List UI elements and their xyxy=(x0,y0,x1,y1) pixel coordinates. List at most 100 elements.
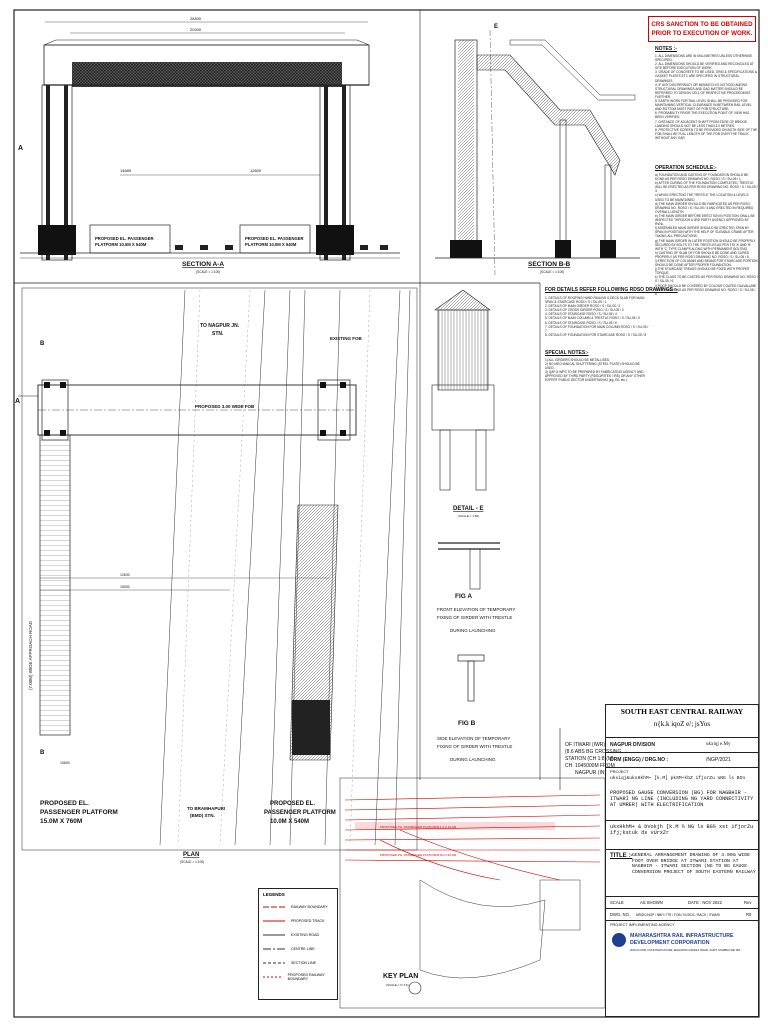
agency-name: MAHARASHTRA RAIL INFRASTRUCTURE xyxy=(630,933,734,939)
legend-label: EXISTING ROAD xyxy=(291,933,320,937)
svg-text:A: A xyxy=(15,398,20,405)
dwg-value: MRIDC/NGP / NBH / ITR / FOB / 01/2021 / … xyxy=(636,912,720,917)
rev-label: Rev xyxy=(744,900,752,905)
platform-mid-1: PROPOSED EL. xyxy=(270,801,315,807)
aa-platform-1a: PROPOSED EL. PASSENGER xyxy=(95,236,154,241)
plan-title: PLAN xyxy=(183,852,199,858)
legend-swatch xyxy=(263,976,282,978)
itwari-3: STATION (CH 1:8)(M) xyxy=(565,756,614,762)
itwari-annotation: OF ITWARI (IWR) (8.6 ABS BG CROSSING STA… xyxy=(559,728,622,790)
title-text: GENERAL ARRANGEMENT DRAWING OF 3.00m WID… xyxy=(632,853,756,875)
operation-body: a) FOUNDATION AND CASTING OF FOUNDATION … xyxy=(655,173,758,296)
division-name-hindi: ukxiqj e.My xyxy=(706,742,731,747)
svg-text:B: B xyxy=(40,341,45,347)
section-bb-title: SECTION B-B xyxy=(528,261,571,268)
legend-label: CENTRE LINE xyxy=(291,947,315,951)
dim-aa-total: 28400 xyxy=(190,16,202,21)
agency-name-2: DEVELOPMENT CORPORATION xyxy=(630,940,710,946)
legend-item: EXISTING ROAD xyxy=(259,928,337,942)
label-approach-road: (7.00M) WIDE APPROACH ROAD xyxy=(28,620,33,690)
dim-aa-mid: 12600 xyxy=(250,168,262,173)
title-block: SOUTH EAST CENTRAL RAILWAY n{k.k iqoZ e/… xyxy=(605,704,759,1017)
fob-plan-label: PROPOSED 3.00 WIDE FOB xyxy=(195,404,255,409)
plan-view: PROPOSED 3.00 WIDE FOB A B B 12600 15000… xyxy=(15,287,418,864)
agency-address: 2ND FLOOR, FOUNTAIN HOUSE, MAHATMA GANDH… xyxy=(630,948,741,952)
notes-body: 1. ALL DIMENSIONS ARE IN MILLIMETRES UNL… xyxy=(655,54,758,140)
railway-name: SOUTH EAST CENTRAL RAILWAY xyxy=(620,707,744,716)
aa-platform-2a: PROPOSED EL. PASSENGER xyxy=(245,236,304,241)
label-nagpur-stn: STN. xyxy=(212,331,224,337)
itwari-1: OF ITWARI (IWR) xyxy=(565,742,605,748)
date-label: DATE : NOV 2022 xyxy=(688,900,722,905)
special-notes-title: SPECIAL NOTES:- xyxy=(545,350,589,356)
agency-label: PROJECT IMPLEMENTING AGENCY xyxy=(610,923,675,927)
sheet-border xyxy=(13,9,760,1018)
scale-label: SCALE xyxy=(610,900,624,905)
drm-label: DRM (ENGG) / DRG.NO : xyxy=(610,757,669,763)
label-bramhapuri-1: TO BRAMHAPURI xyxy=(187,806,225,811)
project-hindi: ukxiqj&ukxHkhM~ [k.M] pkSM+kbZ ifjorZu ¼… xyxy=(610,776,746,781)
refer-title: FOR DETAILS REFER FOLLOWING RDSO DRAWING… xyxy=(545,287,678,293)
legend-box: LEGENDS RAILWAY BOUNDARY PROPOSED TRACK EX… xyxy=(258,888,338,1000)
legend-item: PROPOSED RAILWAY BOUNDARY xyxy=(259,970,337,984)
itwari-2: (8.6 ABS BG CROSSING xyxy=(565,749,622,755)
mrvc-logo xyxy=(612,933,626,947)
fig-a: FIG A FRONT ELEVATION OF TEMPORARY FIXIN… xyxy=(437,542,515,633)
legend-swatch xyxy=(263,934,285,936)
platform-mid-2: PASSENGER PLATFORM xyxy=(264,810,336,816)
section-a-a: 28400 20200 14685 12600 PROPOSED EL. PAS… xyxy=(18,16,400,274)
drm-value: /NGP/2021 xyxy=(706,757,731,763)
refer-body: 1. DETAILS OF ROOFING HAND RAILING & DEC… xyxy=(545,296,649,337)
crs-warning-line-1: CRS SANCTION TO BE OBTAINED xyxy=(651,21,753,28)
aa-platform-2b: PLATFORM 10.0M X 540M xyxy=(245,242,297,247)
key-plan: PROPOSED PH. PASSENGER PLATFORM 1.0 X 15… xyxy=(339,777,606,1009)
legend-swatch xyxy=(263,906,285,908)
aa-platform-1b: PLATFORM 10.0M X 540M xyxy=(95,242,147,247)
special-notes-body: 1) ALL GIRDERS SHOULD BE METALLISED. 2) … xyxy=(545,358,645,383)
operation-title: OPERATION SCHEDULE:- xyxy=(655,165,717,171)
legend-swatch xyxy=(263,948,285,950)
legend-label: PROPOSED TRACK xyxy=(291,919,325,923)
label-nagpur: TO NAGPUR JN. xyxy=(200,323,240,329)
detail-e: DETAIL - E (SCALE = 1:50) xyxy=(431,289,495,518)
railway-name-hindi: n{k.k iqoZ e/; jsYos xyxy=(653,720,711,728)
scale-value: AS SHOWN xyxy=(640,900,663,905)
dim-plan-3: 10600 xyxy=(60,761,70,765)
label-bramhapuri-2: (BMD) STN. xyxy=(190,813,215,818)
fig-b-caption-1: SIDE ELEVATION OF TEMPORARY xyxy=(437,736,510,741)
legend-item: PROPOSED TRACK xyxy=(259,914,337,928)
fig-a-title: FIG A xyxy=(455,593,472,600)
project-label: PROJECT xyxy=(610,769,629,774)
platform-mid-3: 10.0M X 540M xyxy=(270,819,309,825)
label-existing-fob: EXISTING FOB xyxy=(330,336,363,341)
section-aa-scale: (SCALE = 1:100) xyxy=(196,270,220,274)
fig-b-title: FIG B xyxy=(458,720,476,727)
fig-b-caption-3: DURING LAUNCHING xyxy=(450,757,496,762)
svg-text:B: B xyxy=(40,750,45,756)
project-english: PROPOSED GAUGE CONVERSION (BG) FOR NAGBH… xyxy=(610,790,757,809)
itwari-5: NAGPUR (IN) xyxy=(575,770,606,776)
title-label: TITLE :- xyxy=(610,853,633,859)
legend-swatch xyxy=(263,920,285,922)
section-b-b: E SECTION B-B (SCALE = 1:100) xyxy=(435,24,640,276)
legend-label: RAILWAY BOUNDARY xyxy=(291,905,328,909)
legend-title: LEGENDS xyxy=(263,892,285,897)
key-plan-platform-1: PROPOSED PH. PASSENGER PLATFORM 1.0 X 15… xyxy=(380,825,457,829)
dim-plan-2: 15000 xyxy=(120,585,130,589)
division-name: NAGPUR DIVISION xyxy=(610,742,656,748)
section-bb-scale: (SCALE = 1:100) xyxy=(540,270,564,274)
fig-a-caption-1: FRONT ELEVATION OF TEMPORARY xyxy=(437,607,515,612)
legend-item: RAILWAY BOUNDARY xyxy=(259,900,337,914)
key-plan-title: KEY PLAN xyxy=(383,973,418,980)
fig-b-caption-2: FIXING OF GIRDER WITH TRESTLE xyxy=(437,744,512,749)
plan-scale: (SCALE = 1:100) xyxy=(180,860,204,864)
svg-text:E: E xyxy=(494,24,498,30)
platform-left-2: PASSENGER PLATFORM xyxy=(40,809,118,816)
legend-item: SECTION LINE xyxy=(259,956,337,970)
legend-label: PROPOSED RAILWAY BOUNDARY xyxy=(287,973,325,981)
svg-text:A: A xyxy=(18,145,23,152)
key-plan-scale: (SCALE = N.T.S) xyxy=(386,983,409,987)
itwari-4: CH. 1045000M FROM xyxy=(565,763,615,769)
legend-label: SECTION LINE xyxy=(291,961,316,965)
